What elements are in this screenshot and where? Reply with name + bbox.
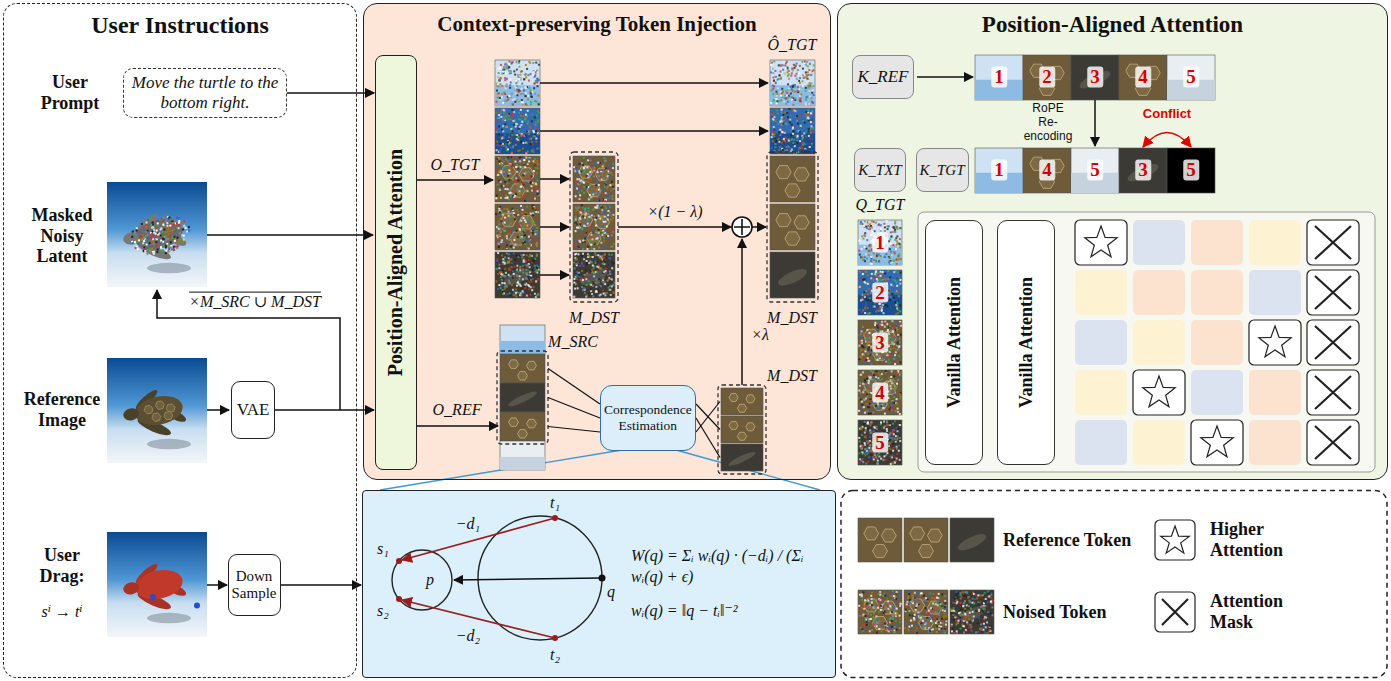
page: User InstructionsMove the turtle to the …: [0, 0, 1391, 681]
